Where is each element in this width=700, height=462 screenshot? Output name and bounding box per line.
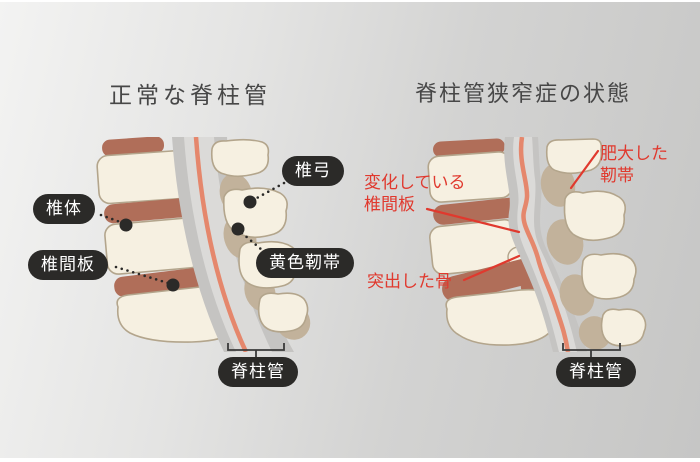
vertebral-arch-shape bbox=[581, 252, 637, 300]
vertebral-arch-shape bbox=[257, 292, 309, 333]
ligament-group bbox=[540, 163, 612, 350]
canal-brackets bbox=[227, 343, 621, 357]
note-changed-disc-line1: 変化している bbox=[364, 173, 466, 193]
stenosis-panel-title: 脊柱管狭窄症の状態 bbox=[414, 82, 631, 107]
label-intervertebral-disc: 椎間板 bbox=[28, 250, 108, 281]
note-changed-disc-line2: 椎間板 bbox=[364, 195, 415, 216]
bulging-disc-shape bbox=[433, 197, 525, 225]
anatomy-point-dots bbox=[119, 195, 257, 292]
vertebral-arch-dot bbox=[243, 195, 257, 209]
stenosis-spine-illustration bbox=[427, 137, 647, 352]
spinal-cord-line bbox=[193, 137, 249, 352]
intervertebral-disc-dot bbox=[166, 278, 180, 292]
label-yellow-ligament: 黄色靭帯 bbox=[256, 248, 354, 279]
disc-shape bbox=[104, 197, 196, 224]
leader-changed-disc bbox=[425, 207, 521, 234]
bulging-disc-shape bbox=[442, 258, 540, 302]
vertebral-column bbox=[96, 137, 243, 343]
label-spinal-canal-right: 脊柱管 bbox=[556, 357, 636, 388]
note-protruding-bone: 突出した骨 bbox=[367, 272, 452, 292]
leader-hypertrophied-ligament bbox=[569, 149, 600, 190]
leader-protruding-bone bbox=[462, 254, 521, 282]
leader-yellow-ligament bbox=[240, 231, 264, 252]
note-hypertrophied-ligament: 肥大した 靭帯 bbox=[600, 143, 668, 188]
yellow-ligament-dot bbox=[231, 222, 245, 236]
vertebral-body-dot bbox=[119, 218, 133, 232]
left-canal-bracket bbox=[227, 343, 285, 357]
label-vertebral-body: 椎体 bbox=[33, 194, 95, 225]
red-leader-lines bbox=[425, 149, 600, 282]
leader-intervertebral-disc bbox=[114, 265, 170, 285]
normal-spine-illustration bbox=[96, 137, 311, 352]
spinal-cord-line bbox=[518, 137, 571, 352]
leader-vertebral-arch bbox=[253, 181, 286, 201]
vertebral-arch-shape bbox=[600, 308, 647, 347]
vertebral-arch-shape bbox=[210, 138, 270, 178]
vertebral-arch-shape bbox=[563, 190, 626, 242]
label-vertebral-arch: 椎弓 bbox=[282, 156, 344, 187]
disc-shape bbox=[102, 137, 165, 157]
note-hypertrophied-ligament-line2: 靭帯 bbox=[600, 166, 634, 187]
label-spinal-canal-left: 脊柱管 bbox=[218, 357, 298, 388]
normal-panel-title: 正常な脊柱管 bbox=[109, 83, 271, 109]
vertebral-arch-group bbox=[545, 138, 647, 347]
dotted-leader-lines bbox=[99, 181, 286, 285]
right-canal-bracket bbox=[562, 343, 621, 357]
note-hypertrophied-ligament-line1: 肥大した bbox=[600, 144, 668, 164]
note-changed-disc: 変化している 椎間板 bbox=[364, 172, 466, 217]
leader-vertebral-body bbox=[99, 213, 125, 225]
